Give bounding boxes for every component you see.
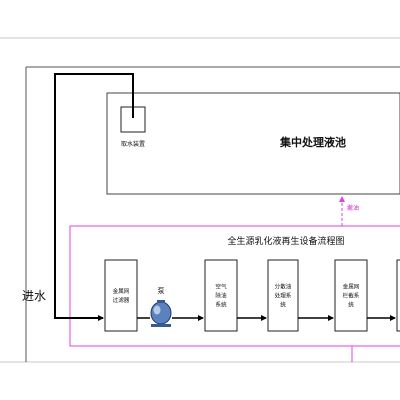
pump-base: [151, 324, 171, 327]
tank-title: 集中处理液池: [279, 135, 346, 149]
regeneration-system-boundary: [69, 225, 400, 347]
process-unit-label-1: 金属网过滤器: [113, 287, 130, 304]
collection-tank: [106, 92, 400, 195]
process-unit-label-3: 分散油处理系统: [275, 283, 292, 309]
water-intake-label: 取水装置: [121, 140, 145, 148]
oil-return-label: 撇油: [347, 204, 359, 212]
pump-top-flange: [157, 300, 165, 303]
process-unit-partial: [396, 259, 400, 332]
pump-highlight: [153, 305, 161, 315]
pump-body: [150, 301, 172, 325]
process-unit-3: [267, 259, 299, 332]
process-unit-4: [334, 259, 368, 332]
pump-label: 泵: [158, 287, 165, 295]
process-unit-label-2: 空气除油系统: [215, 283, 227, 309]
process-units: 金属网过滤器 空气除油系统 分散油处理系统 金属网栏截系统: [104, 259, 400, 332]
system-title: 全生源乳化液再生设备流程图: [227, 235, 344, 247]
process-unit-2: [204, 259, 238, 332]
process-unit-1: [104, 259, 138, 332]
process-unit-label-4: 金属网栏截系统: [343, 283, 360, 309]
suction-pipe: [54, 73, 134, 321]
inlet-label: 进水: [22, 289, 46, 303]
pump: [150, 300, 172, 327]
